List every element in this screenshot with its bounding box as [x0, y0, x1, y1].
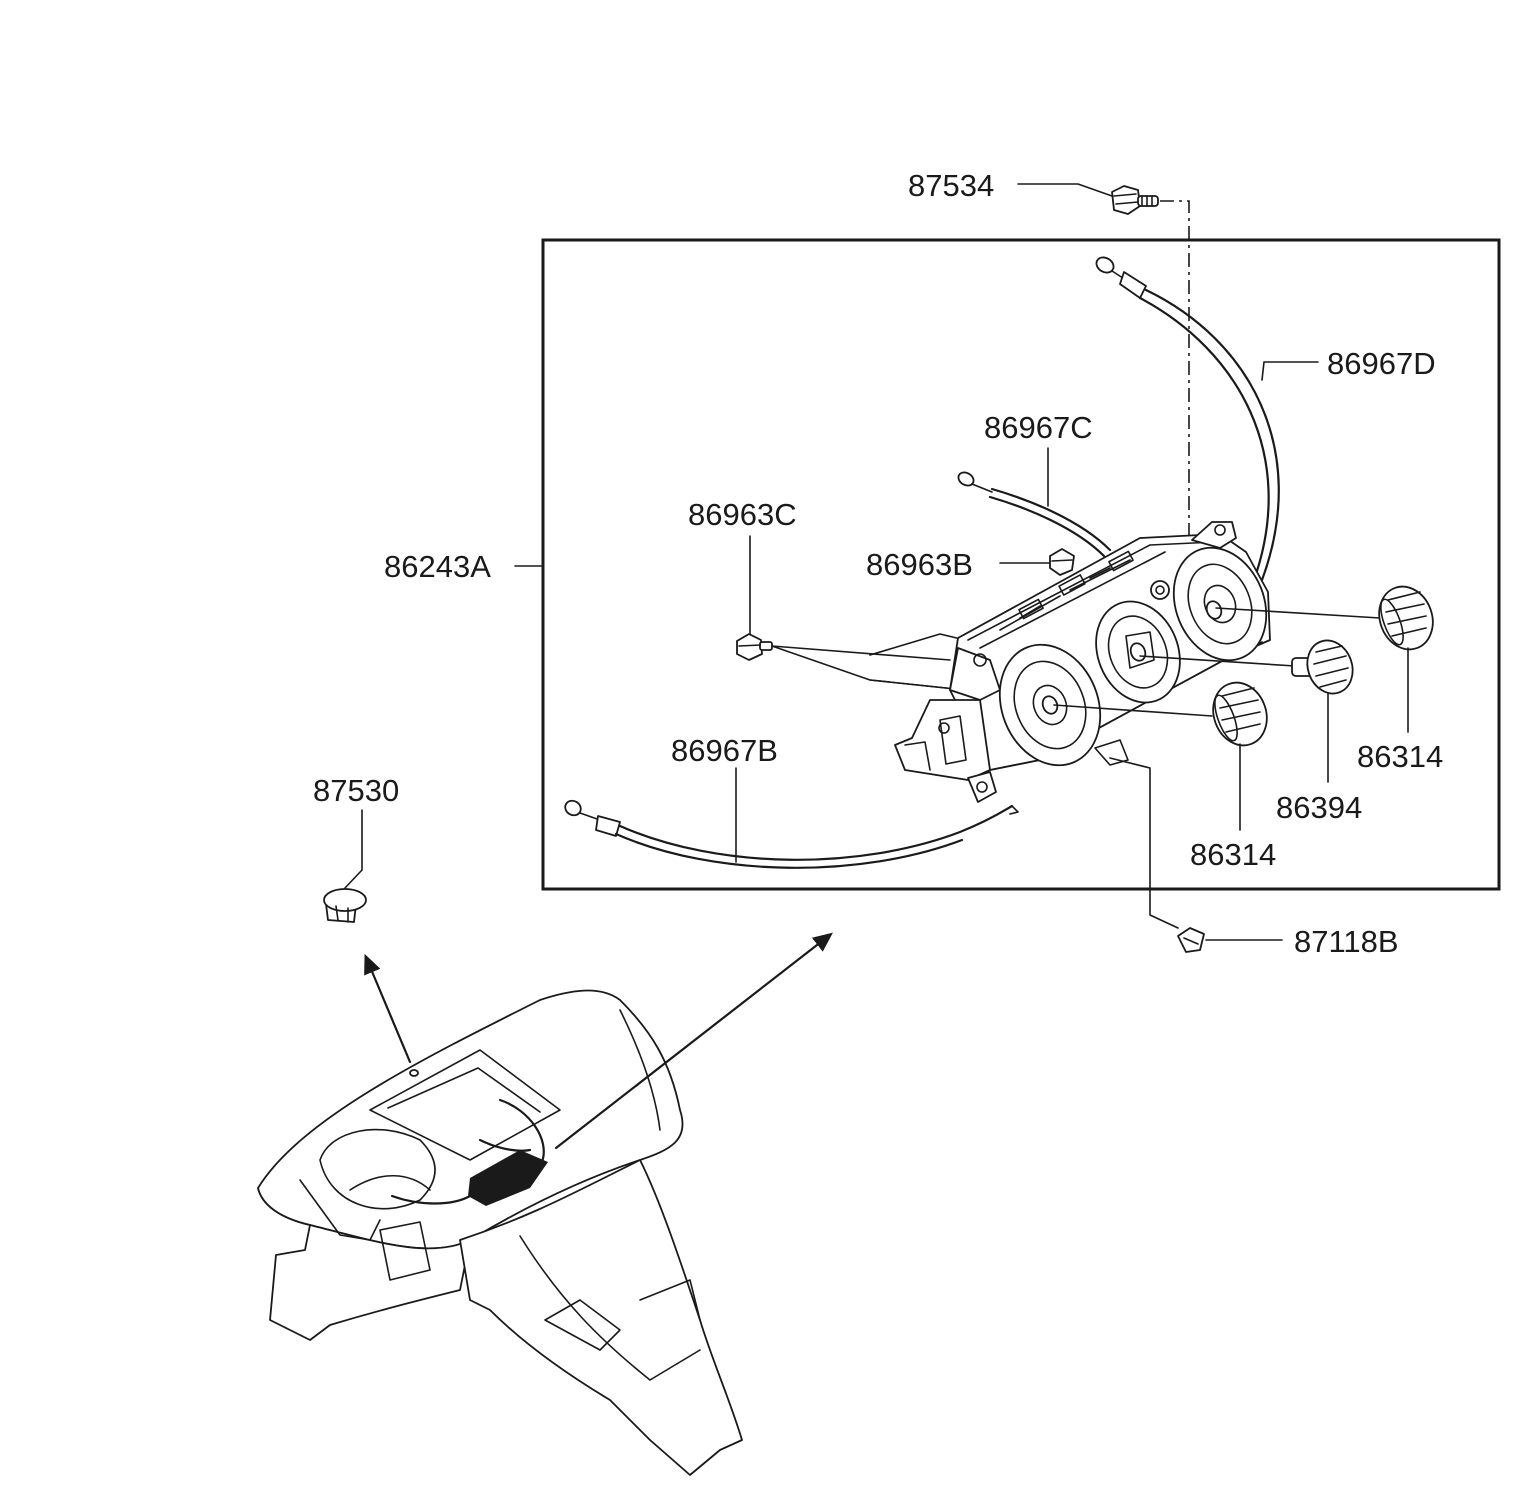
label-87118B: 87118B: [1294, 924, 1399, 959]
knob-86314-right: [1378, 585, 1434, 651]
label-86394: 86394: [1276, 790, 1362, 825]
screw-86963C: [736, 633, 773, 661]
knob-left-centerline: [1053, 704, 1213, 717]
label-86314-right: 86314: [1357, 739, 1443, 774]
knob-86394: [1291, 639, 1354, 695]
plug-87530: [323, 888, 367, 923]
clip-87118B: [1177, 927, 1205, 953]
bracket-tab: [869, 633, 966, 691]
cable-86967D: [1095, 256, 1280, 582]
assembly-frame: [541, 238, 1501, 891]
label-87534: 87534: [908, 168, 994, 203]
knob-right-centerline: [1215, 607, 1381, 619]
label-86963C: 86963C: [688, 497, 797, 532]
cable-86967B: [564, 799, 1019, 869]
label-86243A: 86243A: [384, 549, 491, 584]
label-86967C: 86967C: [984, 410, 1093, 445]
label-86314-center: 86314: [1190, 837, 1276, 872]
arrow-to-assembly: [554, 932, 833, 1150]
label-87530: 87530: [313, 773, 399, 808]
leader-87530: [344, 809, 363, 889]
screw-86963B: [1049, 548, 1075, 576]
screw-87534: [1111, 185, 1159, 215]
knob-mid-centerline: [1139, 655, 1296, 667]
cable-86967C: [957, 471, 1112, 558]
heater-control-unit: [894, 521, 1271, 803]
leader-87534: [1017, 183, 1113, 197]
arrow-to-plug: [364, 953, 412, 1064]
clip-87118B-leader: [1109, 757, 1179, 929]
knob-86314-center: [1212, 681, 1268, 747]
screw-86963C-guide: [771, 645, 966, 691]
dashboard-illustration: [257, 989, 743, 1476]
screw-87534-centerline: [1160, 200, 1190, 535]
label-86967B: 86967B: [671, 733, 778, 768]
leader-86967D: [1261, 361, 1319, 381]
label-86967D: 86967D: [1327, 346, 1436, 381]
label-86963B: 86963B: [866, 547, 973, 582]
